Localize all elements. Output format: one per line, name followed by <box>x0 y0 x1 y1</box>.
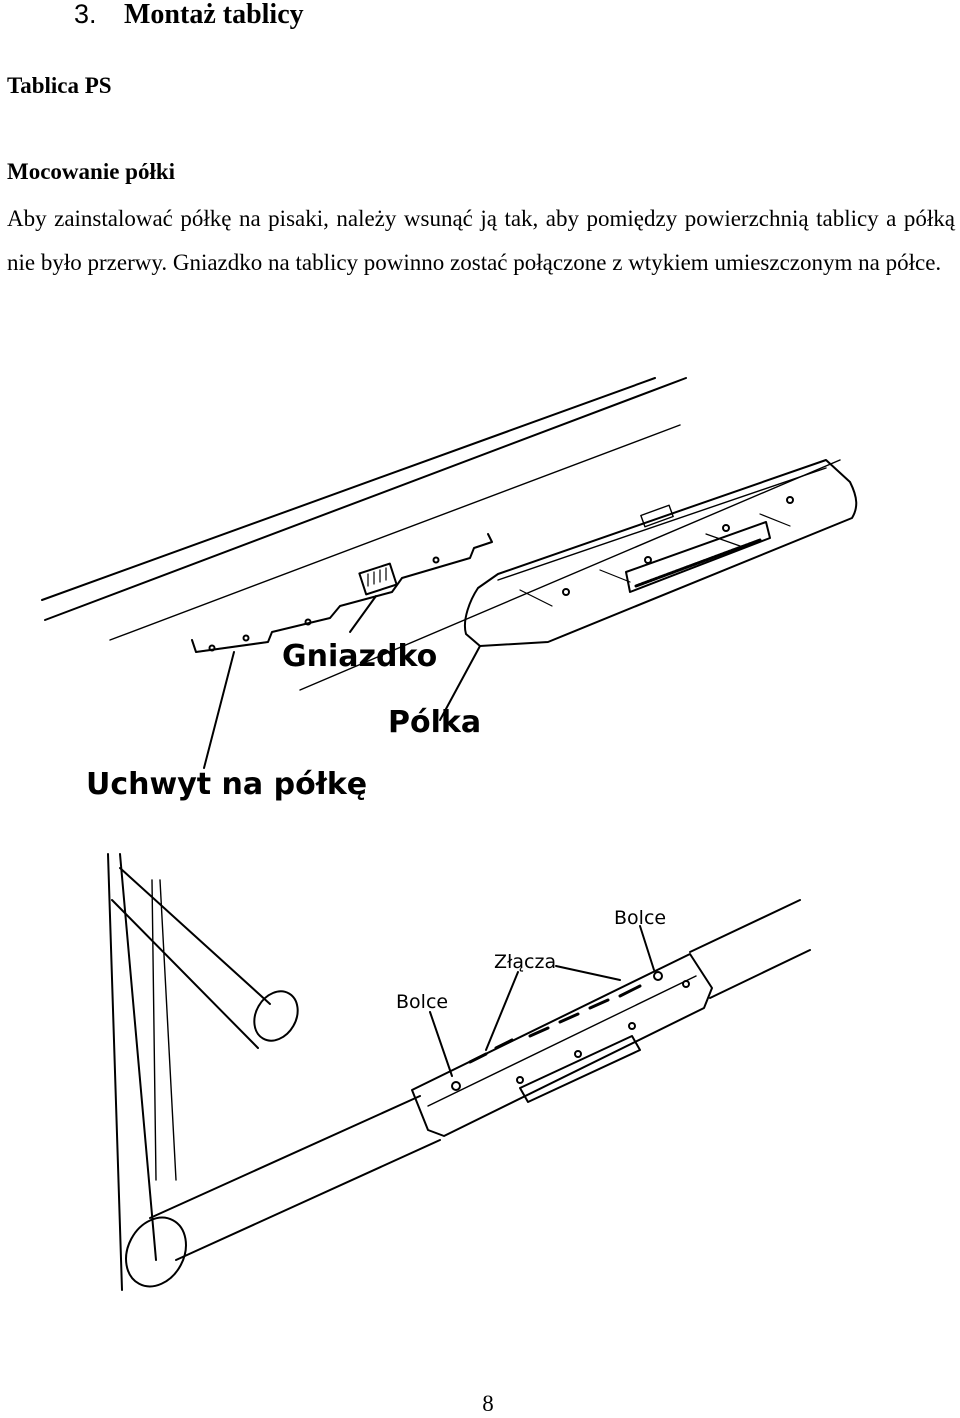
leader-line <box>439 645 481 721</box>
pins-right-label: Bolce <box>614 907 666 929</box>
shelf-holder-outline <box>195 641 269 653</box>
leader-line <box>485 971 519 1051</box>
board-shelf-drawing: Gniazdko Pólka Uchwyt na półkę <box>41 377 858 802</box>
socket-block <box>358 562 398 596</box>
leader-line <box>555 965 621 981</box>
pen-tray-slot <box>634 538 762 588</box>
leader-line <box>639 925 655 971</box>
stand-connector-illustration: Bolce Złącza Bolce <box>0 840 960 1310</box>
page-number: 8 <box>482 1391 494 1416</box>
main-rail <box>709 949 811 999</box>
leader-line <box>349 595 377 633</box>
pen-tray-outline <box>464 459 858 647</box>
connector-plate <box>411 953 713 1137</box>
board-frame-line <box>299 459 841 691</box>
socket-label: Gniazdko <box>282 639 437 674</box>
shelf-holder-outline <box>191 533 493 653</box>
main-rail <box>689 899 801 953</box>
main-rail <box>175 1139 441 1261</box>
stand-strut <box>119 867 271 1005</box>
pins-left-label: Bolce <box>396 991 448 1013</box>
section-number: 3. <box>74 0 97 29</box>
strut-end-cap <box>253 990 299 1042</box>
connectors-label: Złącza <box>494 951 556 973</box>
instruction-paragraph: Aby zainstalować półkę na pisaki, należy… <box>7 206 955 275</box>
stand-strut <box>111 899 259 1049</box>
main-rail <box>149 1095 421 1219</box>
stand-leg <box>119 853 157 1261</box>
section-heading: 3. Montaż tablicy <box>74 0 304 35</box>
topic-title: Mocowanie półki <box>7 159 176 184</box>
leader-line <box>203 651 235 769</box>
connector-plate <box>427 975 697 1107</box>
board-frame-line <box>109 424 681 641</box>
subsection-title: Tablica PS <box>7 73 112 98</box>
leader-line <box>429 1011 453 1077</box>
rail-end-cap <box>125 1216 187 1288</box>
pen-tray-outline <box>497 467 827 581</box>
stand-leg <box>107 853 123 1291</box>
tray-connector <box>640 504 674 528</box>
shelf-label: Pólka <box>388 705 481 740</box>
board-frame-line <box>44 377 687 621</box>
connector-plate-handle <box>519 1035 641 1103</box>
section-title: Montaż tablicy <box>124 0 304 30</box>
stand-connector-drawing: Bolce Złącza Bolce <box>107 853 811 1291</box>
shelf-holder-label: Uchwyt na półkę <box>86 767 367 802</box>
board-shelf-illustration: Gniazdko Pólka Uchwyt na półkę <box>0 370 960 840</box>
board-frame-line <box>41 377 656 601</box>
